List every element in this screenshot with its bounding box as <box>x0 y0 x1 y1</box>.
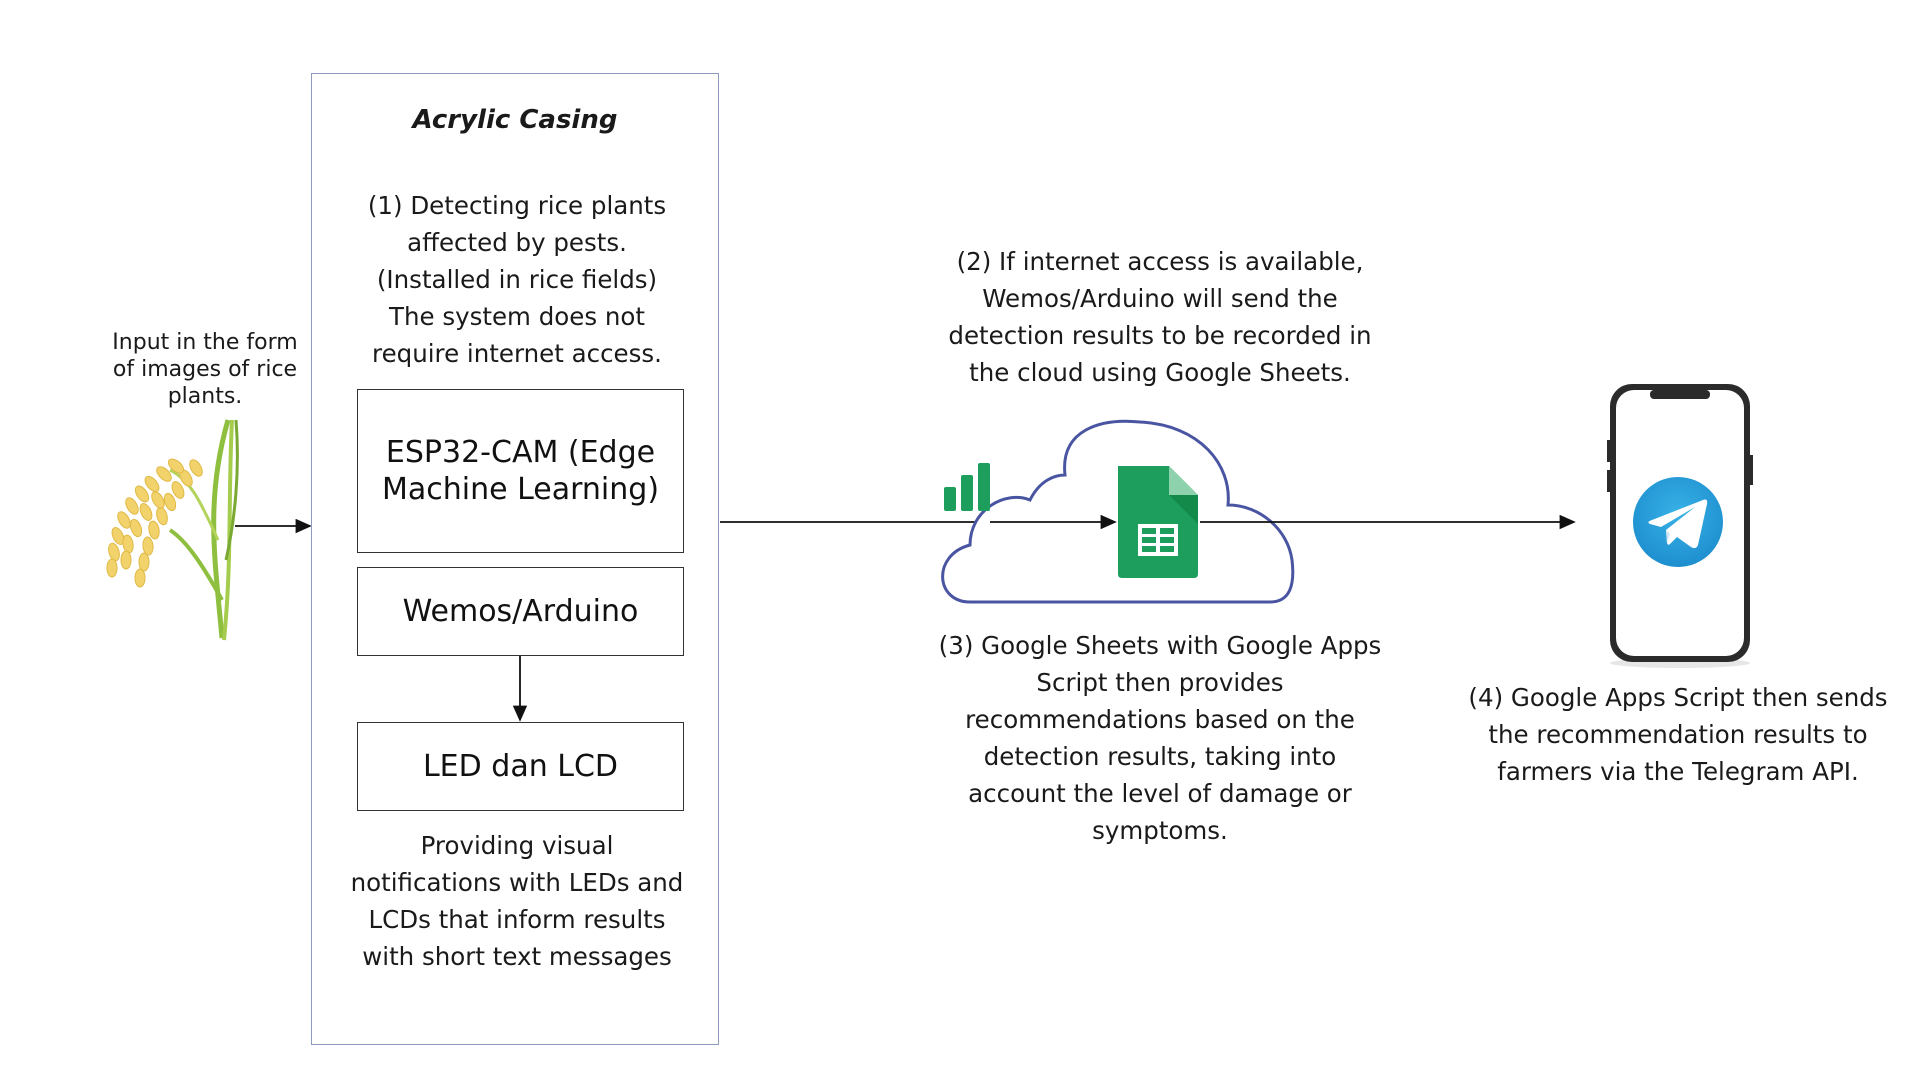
acrylic-casing <box>311 73 719 1045</box>
notification-text: Providing visual notifications with LEDs… <box>350 831 684 971</box>
google-sheets-icon <box>1118 466 1198 578</box>
step2-text: (2) If internet access is available, Wem… <box>948 247 1372 387</box>
led-lcd-box: LED dan LCD <box>357 722 684 811</box>
step1-text: (1) Detecting rice plants affected by pe… <box>367 191 667 368</box>
bar-chart-icon <box>944 463 990 511</box>
telegram-icon <box>1633 477 1723 567</box>
step3-text: (3) Google Sheets with Google Apps Scrip… <box>938 631 1382 845</box>
step4-text: (4) Google Apps Script then sends the re… <box>1468 683 1888 786</box>
casing-title: Acrylic Casing <box>412 105 618 135</box>
input-label: Input in the form of images of rice plan… <box>112 330 298 409</box>
cloud-icon <box>941 419 1295 604</box>
wemos-arduino-box: Wemos/Arduino <box>357 567 684 656</box>
rice-plant-icon <box>106 419 239 641</box>
esp32-cam-box: ESP32-CAM (Edge Machine Learning) <box>357 389 684 553</box>
